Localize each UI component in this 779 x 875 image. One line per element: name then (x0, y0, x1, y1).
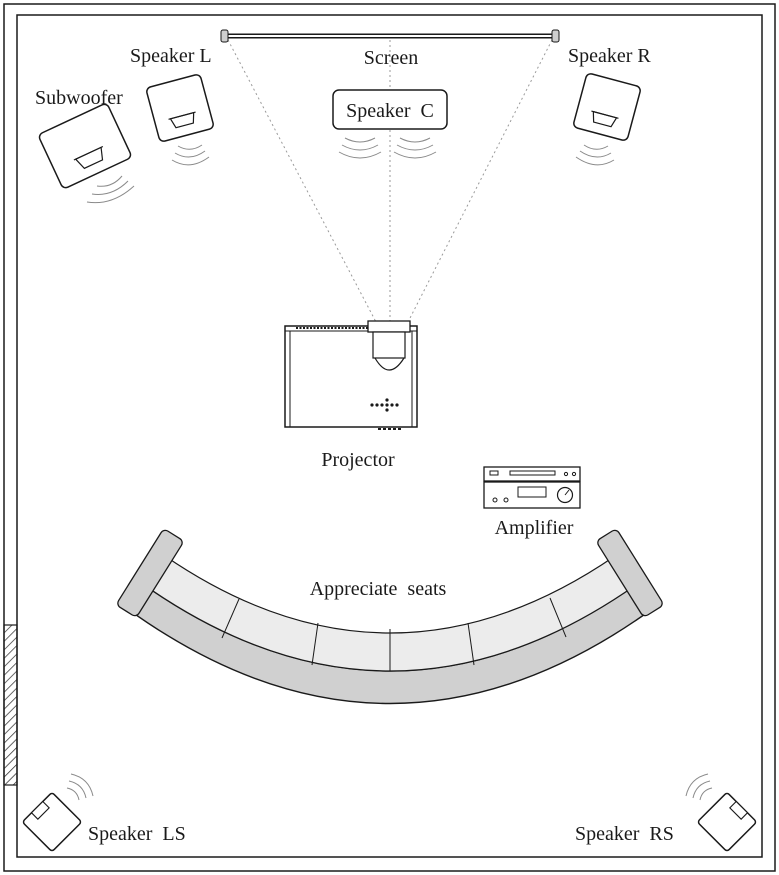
speaker-r-sound-waves (575, 144, 615, 166)
door-icon (3, 624, 18, 786)
seats-label: Appreciate seats (310, 578, 447, 600)
screen-label: Screen (364, 47, 418, 69)
subwoofer-sound-waves (86, 175, 135, 204)
seat-dividers (221, 597, 567, 671)
projector-label: Projector (321, 449, 395, 471)
projector-beam (227, 39, 553, 323)
speaker-rs-label: Speaker RS (575, 823, 674, 845)
subwoofer-label: Subwoofer (35, 87, 123, 109)
speaker-c-box (332, 89, 448, 130)
projector-icon (284, 320, 418, 430)
room-inner-wall (16, 14, 763, 858)
amplifier-label: Amplifier (495, 517, 574, 539)
speaker-r-label: Speaker R (568, 45, 651, 67)
seat-right-armrest (597, 529, 663, 617)
speaker-r-icon (573, 73, 641, 141)
speaker-l-sound-waves (171, 144, 210, 166)
speaker-l-label: Speaker L (130, 45, 212, 67)
projection-screen (220, 29, 560, 43)
speaker-ls-sound-waves (66, 773, 94, 801)
speaker-rs-sound-waves (685, 773, 713, 801)
subwoofer-icon (38, 103, 132, 189)
speaker-ls-icon (22, 792, 82, 852)
seat-left-armrest (117, 529, 183, 617)
speaker-ls-label: Speaker LS (88, 823, 186, 845)
speaker-l-icon (146, 74, 214, 142)
amplifier-icon (483, 466, 581, 509)
room-outer-wall (3, 3, 776, 872)
speaker-c-label: Speaker C (346, 100, 434, 122)
speaker-rs-icon (697, 792, 757, 852)
speaker-c-sound-waves (338, 137, 437, 159)
appreciate-seats (117, 529, 663, 705)
